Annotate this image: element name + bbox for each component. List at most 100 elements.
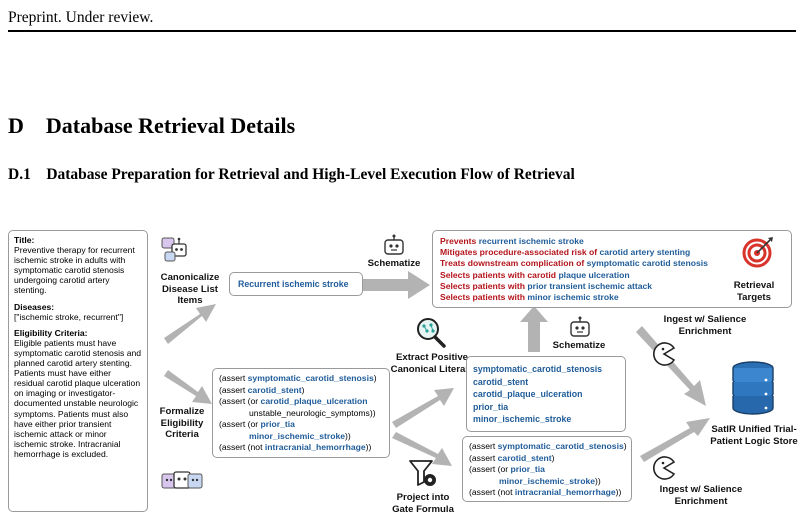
gate-literal: symptomatic_carotid_stenosis [497, 441, 624, 451]
formal-text: ) [373, 373, 377, 383]
formal-text: (assert (not [219, 442, 265, 452]
target-text: Treats downstream complication of [440, 258, 587, 269]
schematize-top-label: Schematize [367, 258, 421, 269]
gate-literal: intracranial_hemorrhage [514, 487, 616, 497]
disease-item-box: Recurrent ischemic stroke [229, 272, 363, 296]
retrieval-target-item: Treats downstream complication of sympto… [440, 258, 784, 269]
formal-line: (assert (or carotid_plaque_ulceration [219, 396, 383, 408]
robot-icon [161, 471, 203, 489]
arrow-disease-to-targets [362, 271, 430, 299]
formalized-criteria-box: (assert symptomatic_carotid_stenosis) (a… [212, 368, 390, 458]
disease-item-text: Recurrent ischemic stroke [238, 279, 349, 289]
formal-line: (assert carotid_stent) [219, 385, 383, 397]
gate-line: (assert carotid_stent) [469, 453, 625, 465]
gate-literal: carotid_stent [497, 452, 552, 463]
gate-line: (assert (not intracranial_hemorrhage)) [469, 487, 625, 499]
formal-text: )) [365, 442, 372, 452]
formal-line: unstable_neurologic_symptoms)) [219, 408, 383, 420]
funnel-gear-icon [409, 460, 436, 486]
gate-text: )) [595, 475, 601, 486]
retrieval-targets-label: Retrieval Targets [733, 280, 775, 303]
diseases-text: ["ischemic stroke, recurrent"] [14, 311, 124, 322]
subsection-title: Database Preparation for Retrieval and H… [46, 166, 575, 183]
robot-icon [384, 234, 404, 255]
formalize-label: Formalize Eligibility Criteria [159, 406, 205, 440]
gate-text: ) [623, 441, 627, 451]
arrow-formal-to-literals [392, 388, 454, 428]
canonical-literal: minor_ischemic_stroke [473, 414, 572, 425]
section-number: D [8, 113, 24, 138]
target-icon [742, 237, 773, 268]
arrow-formal-to-gate [392, 432, 452, 466]
formal-text: (assert (or [219, 396, 261, 406]
gate-literal: prior_tia [510, 464, 545, 474]
title-text: Preventive therapy for recurrent ischemi… [14, 245, 135, 296]
formal-line: (assert symptomatic_carotid_stenosis) [219, 373, 383, 385]
formal-literal: intracranial_hemorrhage [264, 442, 366, 452]
formal-line: (assert (or prior_tia [219, 419, 383, 431]
formal-text: unstable_neurologic_symptoms)) [249, 407, 376, 418]
formal-text: (assert [219, 373, 248, 383]
target-text: Mitigates procedure-associated risk of [440, 247, 600, 258]
gate-text: (assert [469, 452, 498, 463]
target-literal: carotid artery stenting [599, 247, 691, 258]
extract-label: Extract Positive Canonical Literals [390, 352, 474, 375]
retrieval-target-item: Prevents recurrent ischemic stroke [440, 236, 784, 247]
gate-line: (assert (or prior_tia [469, 464, 625, 476]
pacman-icon [653, 456, 676, 480]
criteria-text: Eligible patients must have symptomatic … [14, 337, 142, 459]
formal-line: minor_ischemic_stroke)) [219, 431, 383, 443]
arrow-gate-to-store [640, 418, 710, 462]
magnifier-icon [417, 318, 446, 348]
source-trial-card: Title: Preventive therapy for recurrent … [8, 230, 148, 512]
pacman-icon [653, 342, 676, 366]
figure: Title: Preventive therapy for recurrent … [0, 222, 804, 522]
target-literal: recurrent ischemic stroke [478, 236, 584, 246]
gate-text: )) [615, 487, 622, 497]
page-header: Preprint. Under review. [8, 4, 796, 32]
gate-text: (assert [469, 441, 498, 451]
gate-line: (assert symptomatic_carotid_stenosis) [469, 441, 627, 453]
flow-arrows [164, 271, 710, 466]
schematize-mid-label: Schematize [552, 340, 606, 351]
target-literal: plaque ulceration [558, 269, 630, 280]
store-label: SatIR Unified Trial-Patient Logic Store [710, 424, 798, 447]
ingest-bottom-label: Ingest w/ Salience Enrichment [659, 484, 743, 507]
target-text: Selects patients with [440, 292, 528, 303]
formal-text: (assert (or [219, 419, 261, 429]
gate-text: (assert (not [469, 487, 515, 497]
gate-line: minor_ischemic_stroke)) [469, 476, 625, 488]
section-heading: D Database Retrieval Details [8, 113, 295, 139]
formal-text: (assert [219, 384, 248, 395]
ingest-top-label: Ingest w/ Salience Enrichment [663, 314, 747, 337]
criteria-label: Eligibility Criteria: [14, 327, 88, 338]
retrieval-target-item: Mitigates procedure-associated risk of c… [440, 247, 784, 258]
subsection-heading: D.1 Database Preparation for Retrieval a… [8, 166, 575, 184]
canonical-literal: prior_tia [473, 401, 509, 412]
canonicalize-label: Canonicalize Disease List Items [160, 272, 220, 306]
formal-literal: carotid_plaque_ulceration [260, 396, 368, 406]
retrieval-target-item: Selects patients with carotid plaque ulc… [440, 270, 784, 281]
formal-text: )) [345, 430, 351, 441]
formal-literal: prior_tia [260, 419, 295, 429]
canonical-literal: carotid_stent [473, 376, 529, 387]
retrieval-target-item: Selects patients with minor ischemic str… [440, 292, 784, 303]
formal-literal: minor_ischemic_stroke [249, 430, 346, 441]
arrow-literals-to-targets [520, 306, 548, 352]
retrieval-target-item: Selects patients with prior transient is… [440, 281, 784, 292]
robot-icon [161, 237, 187, 262]
arrow-source-to-formalize [164, 370, 212, 404]
header-text: Preprint. Under review. [8, 9, 154, 26]
title-label: Title: [14, 235, 35, 245]
formal-literal: symptomatic_carotid_stenosis [247, 373, 374, 383]
gate-literal: minor_ischemic_stroke [499, 475, 596, 486]
canonical-literal: carotid_plaque_ulceration [473, 389, 583, 400]
target-text: Prevents [440, 236, 479, 246]
target-literal: prior transient ischemic attack [527, 280, 653, 291]
project-label: Project into Gate Formula [392, 492, 454, 515]
diseases-label: Diseases: [14, 301, 55, 312]
formal-text: ) [301, 384, 305, 395]
formal-line: (assert (not intracranial_hemorrhage)) [219, 442, 383, 454]
